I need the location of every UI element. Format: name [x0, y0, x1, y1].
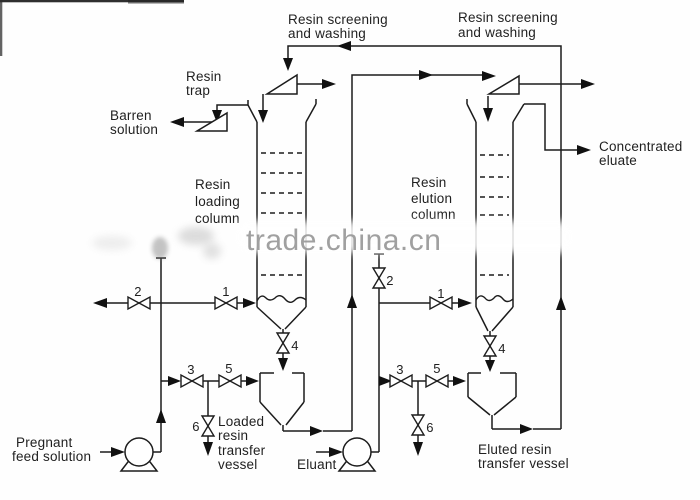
svg-text:transfer: transfer: [218, 443, 266, 458]
label-concentrated-eluate: Concentrated: [599, 139, 682, 154]
label-resin-screening-right: Resin screening: [458, 10, 558, 25]
svg-text:and washing: and washing: [288, 26, 366, 41]
resin-level-wave: [475, 295, 514, 303]
valve-num-loading-5: 5: [225, 361, 232, 376]
valve-loading-4: [275, 332, 291, 371]
resin-bed-dashes: [480, 154, 509, 276]
elution-feed-line: [379, 295, 472, 311]
flow-arrow-left-icon: [337, 41, 351, 51]
valve-num-elution-1: 1: [437, 286, 444, 301]
pump-icon: [342, 437, 372, 467]
valve-num-elution-3: 3: [396, 362, 403, 377]
label-resin-elution-column: Resin: [411, 175, 447, 190]
valve-num-loading-6: 6: [192, 419, 199, 434]
elution-transfer-line: [379, 373, 466, 456]
label-resin-loading-column: Resin: [195, 177, 231, 192]
valve-numbers: 2 1 3 5 6 4 2 1 3 5 6 4: [134, 273, 505, 435]
eluant-riser: [371, 253, 387, 452]
svg-text:loading: loading: [195, 194, 240, 209]
valve-elution-2: [371, 267, 387, 280]
screen-triangle-icon: [264, 73, 298, 95]
pump-icon: [124, 437, 154, 467]
eluted-resin-vessel: [467, 372, 561, 434]
loading-feed-line: [93, 295, 256, 311]
screen-triangle-icon: [486, 74, 520, 95]
valve-elution-3: [389, 373, 403, 389]
smudge: [178, 227, 214, 245]
valve-num-loading-1: 1: [222, 284, 229, 299]
label-eluant: Eluant: [297, 457, 337, 472]
svg-text:trap: trap: [186, 83, 210, 98]
watermark-halo: [236, 221, 572, 253]
resin-bed-dashes: [261, 152, 302, 276]
watermark: trade.china.cn: [92, 221, 572, 259]
feed-riser: [156, 257, 166, 452]
svg-text:transfer vessel: transfer vessel: [478, 456, 569, 471]
svg-text:column: column: [411, 207, 456, 222]
valve-loading-5: [218, 373, 232, 389]
resin-level-wave: [256, 295, 307, 303]
concentrated-eluate-line: [524, 103, 591, 155]
valve-loading-6: [200, 415, 216, 428]
eluant-pump: [316, 437, 379, 472]
valve-elution-6: [410, 414, 426, 427]
feed-pump: [100, 437, 161, 472]
valve-num-elution-4: 4: [498, 341, 505, 356]
valve-num-loading-2: 2: [134, 284, 141, 299]
loaded-resin-vessel: [259, 372, 352, 436]
flow-arrow-up-icon: [556, 296, 566, 310]
valve-loading-3: [180, 373, 194, 389]
valve-num-elution-2: 2: [386, 273, 393, 288]
scan-artifacts: [0, 0, 184, 56]
valve-elution-5: [425, 373, 439, 389]
loaded-resin-riser: [347, 70, 496, 431]
svg-text:resin: resin: [218, 428, 248, 443]
label-loaded-resin-vessel: Loaded: [218, 414, 264, 429]
loading-screen: [258, 73, 336, 123]
svg-text:and washing: and washing: [458, 25, 536, 40]
label-resin-screening-left: Resin screening: [288, 12, 388, 27]
loading-transfer-line: [161, 373, 259, 456]
text-labels: Resin screening and washing Resin screen…: [12, 10, 682, 472]
barren-out-arrow-icon: [170, 117, 184, 127]
smudge: [203, 243, 221, 259]
smudge: [152, 237, 168, 259]
valve-num-loading-3: 3: [187, 362, 194, 377]
watermark-text: trade.china.cn: [246, 224, 441, 257]
valve-loading-1: [214, 295, 228, 311]
label-pregnant-feed: Pregnant: [16, 435, 72, 450]
svg-text:solution: solution: [110, 122, 158, 137]
elution-column: [466, 99, 525, 336]
svg-text:vessel: vessel: [218, 457, 257, 472]
svg-text:column: column: [195, 211, 240, 226]
valve-elution-4: [482, 335, 498, 372]
smudge: [92, 236, 132, 250]
valve-loading-2: [127, 295, 141, 311]
elution-screen: [483, 74, 595, 122]
svg-text:feed solution: feed solution: [12, 449, 91, 464]
valve-elution-1: [429, 295, 443, 311]
resin-trap: [170, 104, 248, 132]
svg-text:eluate: eluate: [599, 153, 637, 168]
valve-num-elution-5: 5: [433, 361, 440, 376]
svg-text:elution: elution: [411, 191, 452, 206]
flow-arrow-down-icon: [283, 58, 293, 71]
loading-column: [247, 99, 317, 333]
valve-num-elution-6: 6: [426, 420, 433, 435]
label-resin-trap: Resin: [186, 69, 222, 84]
label-eluted-resin-vessel: Eluted resin: [478, 442, 552, 457]
label-barren-solution: Barren: [110, 108, 152, 123]
valve-num-loading-4: 4: [291, 338, 298, 353]
